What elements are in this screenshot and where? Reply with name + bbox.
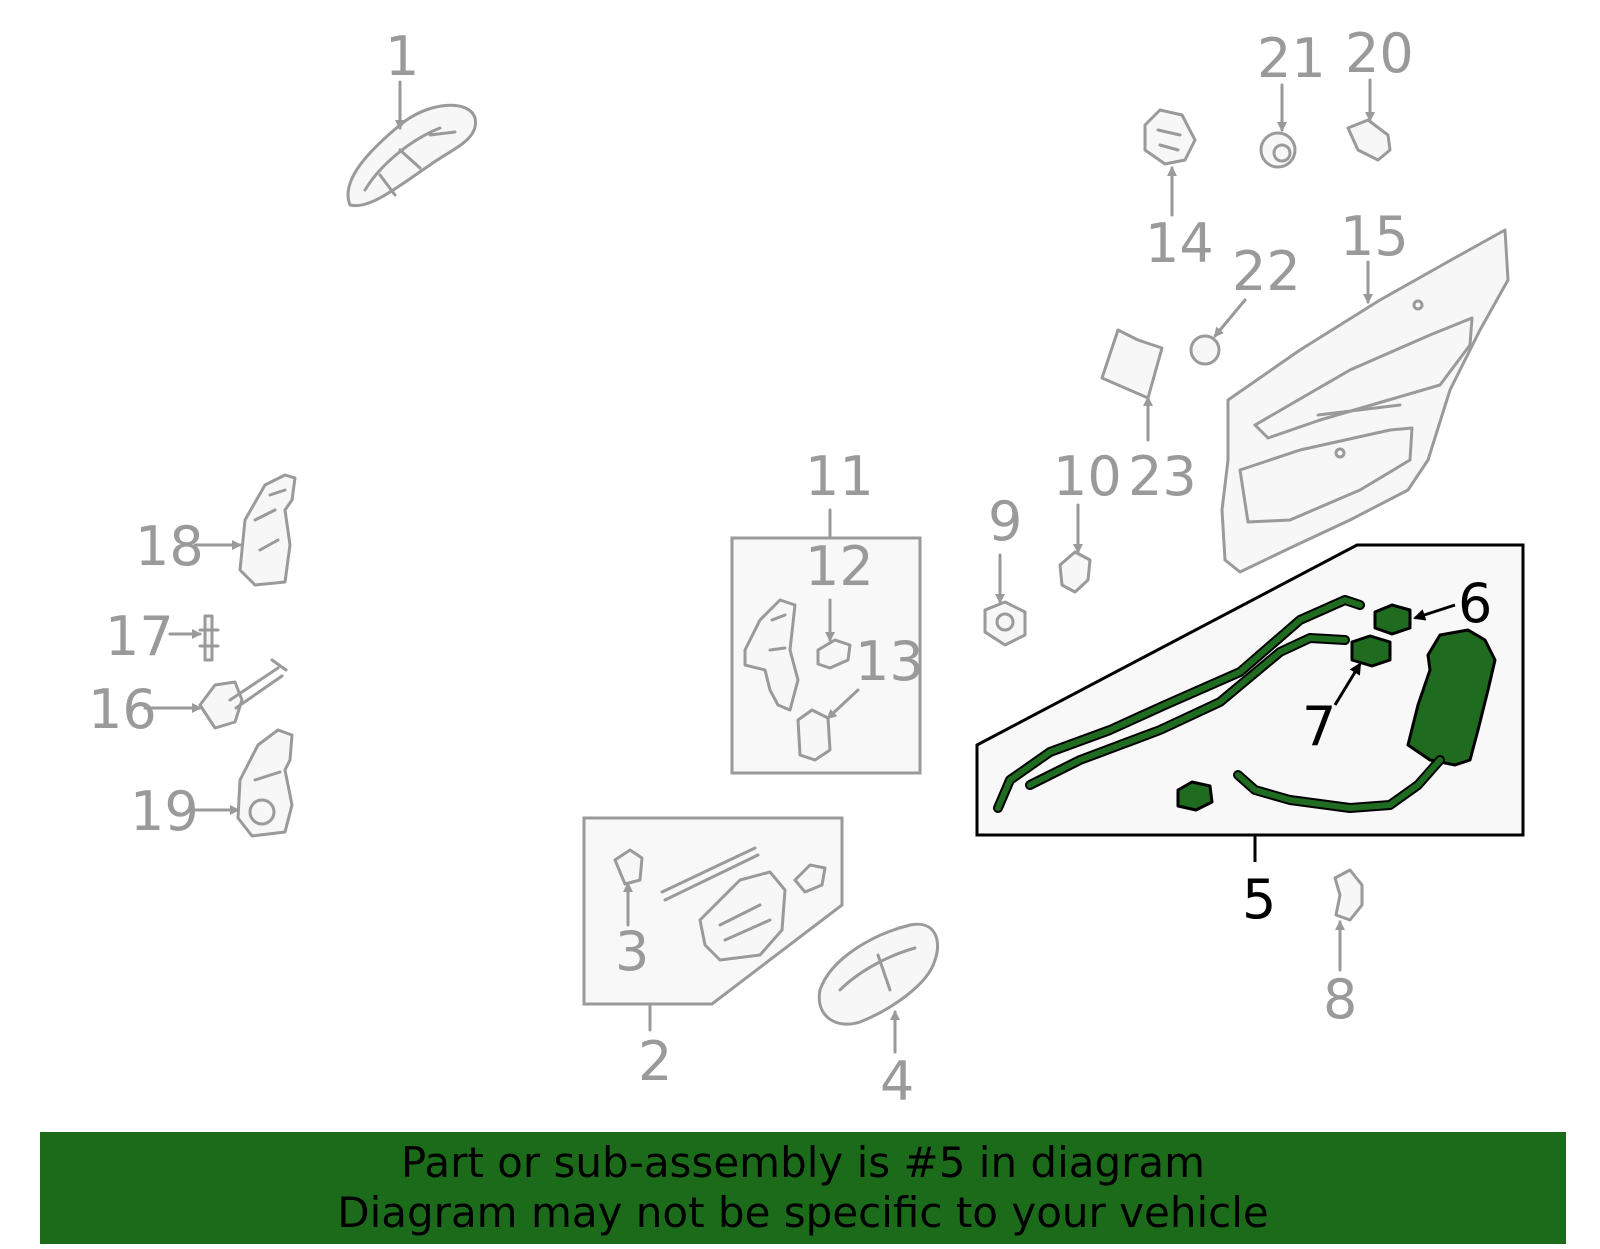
part-23-sheet: 23	[1100, 328, 1197, 508]
callout-8: 8	[1323, 968, 1357, 1031]
callout-7: 7	[1302, 695, 1336, 758]
part-2-latch-assembly: 3 2	[582, 816, 844, 1093]
callout-15: 15	[1340, 205, 1409, 268]
callout-17: 17	[105, 605, 174, 668]
callout-12: 12	[805, 535, 874, 598]
callout-4: 4	[880, 1050, 914, 1113]
part-4-inside-handle: 4	[817, 922, 940, 1113]
part-17-pin: 17	[105, 605, 220, 668]
callout-1: 1	[385, 25, 419, 88]
callout-13: 13	[855, 630, 924, 693]
info-banner: Part or sub-assembly is #5 in diagram Di…	[40, 1132, 1566, 1244]
part-15-door-panel: 15	[1220, 205, 1510, 574]
part-5-latch-actuator-assembly: 5 6 7	[975, 543, 1525, 931]
callout-6: 6	[1458, 572, 1492, 635]
part-14-bracket: 14	[1143, 108, 1214, 275]
callout-23: 23	[1128, 445, 1197, 508]
part-8-clip: 8	[1323, 868, 1364, 1031]
callout-3: 3	[615, 920, 649, 983]
callout-10: 10	[1053, 445, 1122, 508]
callout-20: 20	[1345, 22, 1414, 85]
part-11-assembly: 11 12 13	[730, 445, 924, 775]
callout-11: 11	[805, 445, 874, 508]
banner-line-1: Part or sub-assembly is #5 in diagram	[400, 1138, 1206, 1187]
part-21-grommet: 21	[1257, 27, 1326, 169]
part-20-bulb: 20	[1345, 22, 1414, 162]
callout-22: 22	[1232, 240, 1301, 303]
callout-19: 19	[130, 780, 199, 843]
callout-5: 5	[1242, 868, 1276, 931]
callout-18: 18	[135, 515, 204, 578]
part-19-hinge: 19	[130, 728, 294, 843]
callout-2: 2	[638, 1030, 672, 1093]
part-9-clip: 9	[983, 490, 1027, 647]
callout-16: 16	[88, 678, 157, 741]
part-10-clip: 10	[1053, 445, 1122, 594]
callout-14: 14	[1145, 212, 1214, 275]
part-16-check-link: 16	[88, 658, 288, 741]
part-22-plug: 22	[1189, 240, 1301, 366]
callout-21: 21	[1257, 27, 1326, 90]
part-1-outside-handle: 1	[346, 25, 477, 208]
part-18-hinge: 18	[135, 473, 297, 587]
callout-9: 9	[988, 490, 1022, 553]
banner-line-2: Diagram may not be specific to your vehi…	[337, 1188, 1269, 1237]
